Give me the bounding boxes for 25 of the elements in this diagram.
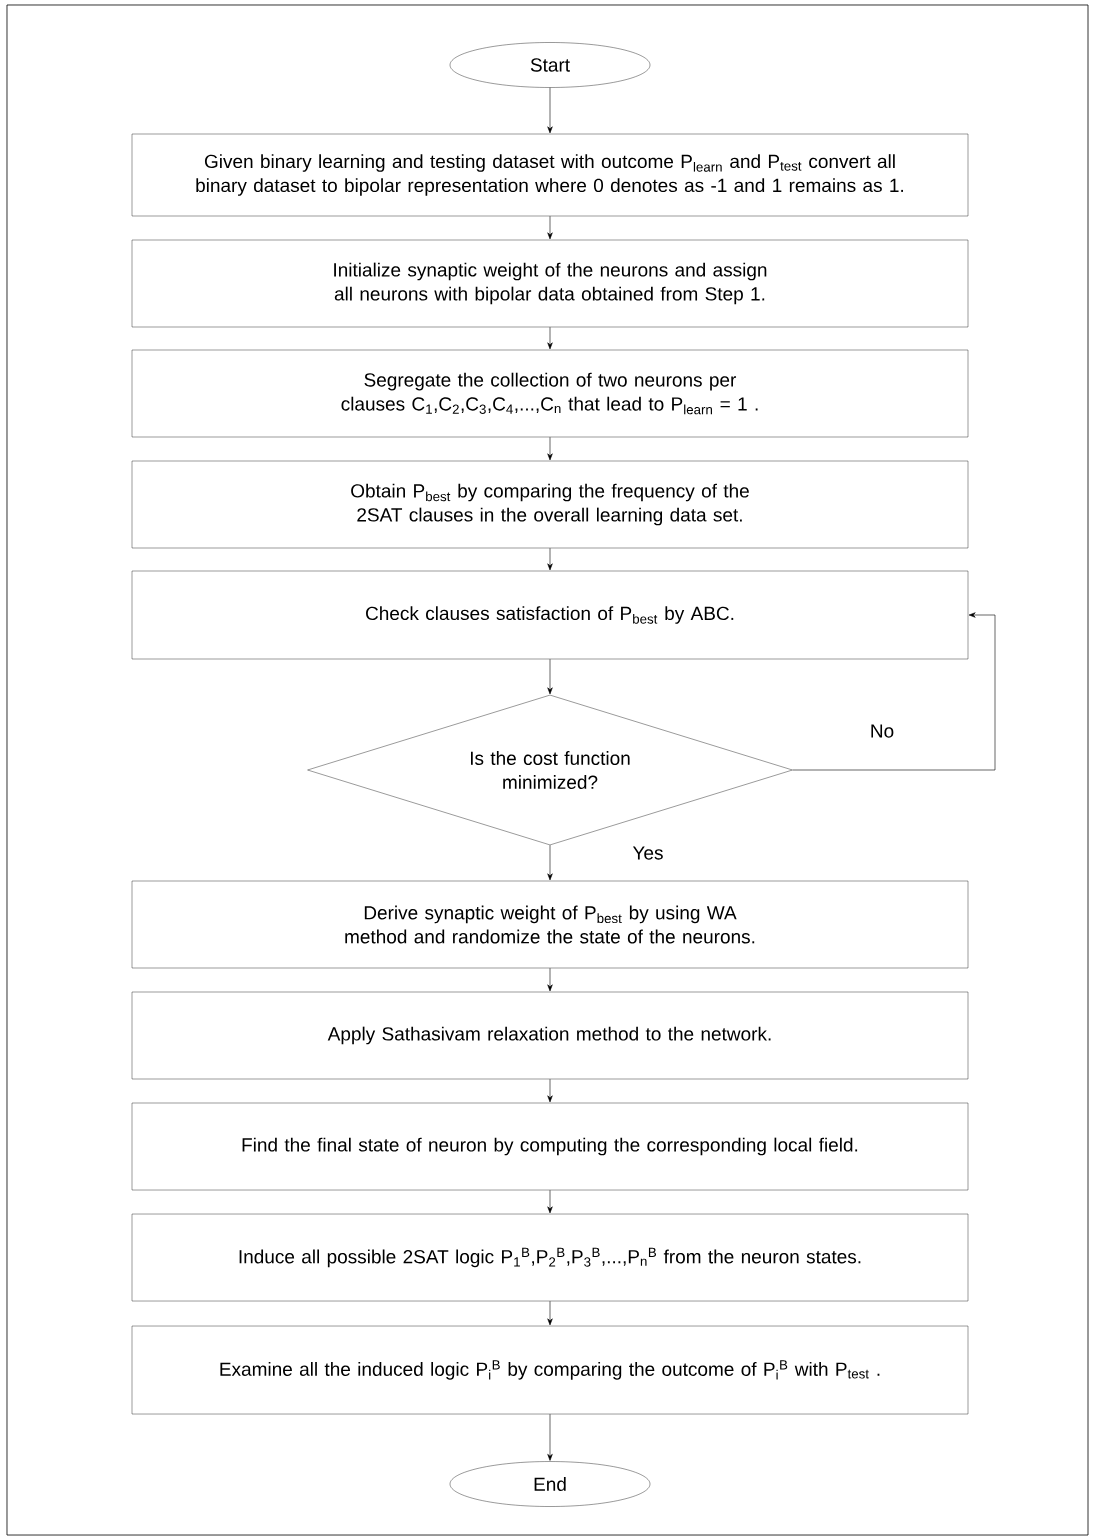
process-box: Apply Sathasivam relaxation method to the network. bbox=[131, 991, 969, 1080]
edge-label: No bbox=[868, 723, 896, 739]
process-box: Find the final state of neuron by computing the corresponding local field. bbox=[131, 1102, 969, 1191]
arrow bbox=[547, 658, 553, 695]
arrow bbox=[547, 1300, 553, 1326]
arrow bbox=[547, 967, 553, 992]
process-box: Obtain P$_{best}$ by comparing the frequency of the 2SAT clauses in the overall learning data set. bbox=[131, 460, 969, 549]
arrow bbox=[792, 612, 996, 771]
arrow bbox=[547, 1413, 553, 1461]
arrow bbox=[547, 87, 553, 134]
arrow bbox=[547, 844, 553, 881]
process-box: Segregate the collection of two neurons per clauses C$_{1}$,C$_{2}$,C$_{3}$,C$_{4}$,...,C$_{n}$ that lead to P$_{learn}$ = 1 . bbox=[131, 349, 969, 438]
process-box: Derive synaptic weight of P$_{best}$ by using WA method and randomize the state of the neurons. bbox=[131, 880, 969, 969]
process-box: Examine all the induced logic P$_{i}$$^{B}$ by comparing the outcome of P$_{i}$$^{B}$ with P$_{test}$ . bbox=[131, 1325, 969, 1415]
arrow bbox=[547, 547, 553, 571]
arrow bbox=[547, 1078, 553, 1103]
edge-label: Yes bbox=[631, 845, 665, 861]
arrow bbox=[547, 215, 553, 240]
arrow bbox=[547, 326, 553, 350]
process-box: Induce all possible 2SAT logic P$_{1}$$^{B}$,P$_{2}$$^{B}$,P$_{3}$$^{B}$,...,P$_{n}$$^{B}$ from the neuron states. bbox=[131, 1213, 969, 1302]
process-box: Initialize synaptic weight of the neurons and assign all neurons with bipolar data obtained from Step 1. bbox=[131, 239, 969, 328]
process-box: Given binary learning and testing dataset with outcome P$_{learn}$ and P$_{test}$ convert all binary dataset to bipolar representation where 0 denotes as -1 and 1 remains as 1. bbox=[131, 133, 969, 217]
arrow bbox=[547, 436, 553, 461]
process-box: Check clauses satisfaction of P$_{best}$ by ABC. bbox=[131, 570, 969, 660]
arrow bbox=[547, 1189, 553, 1214]
